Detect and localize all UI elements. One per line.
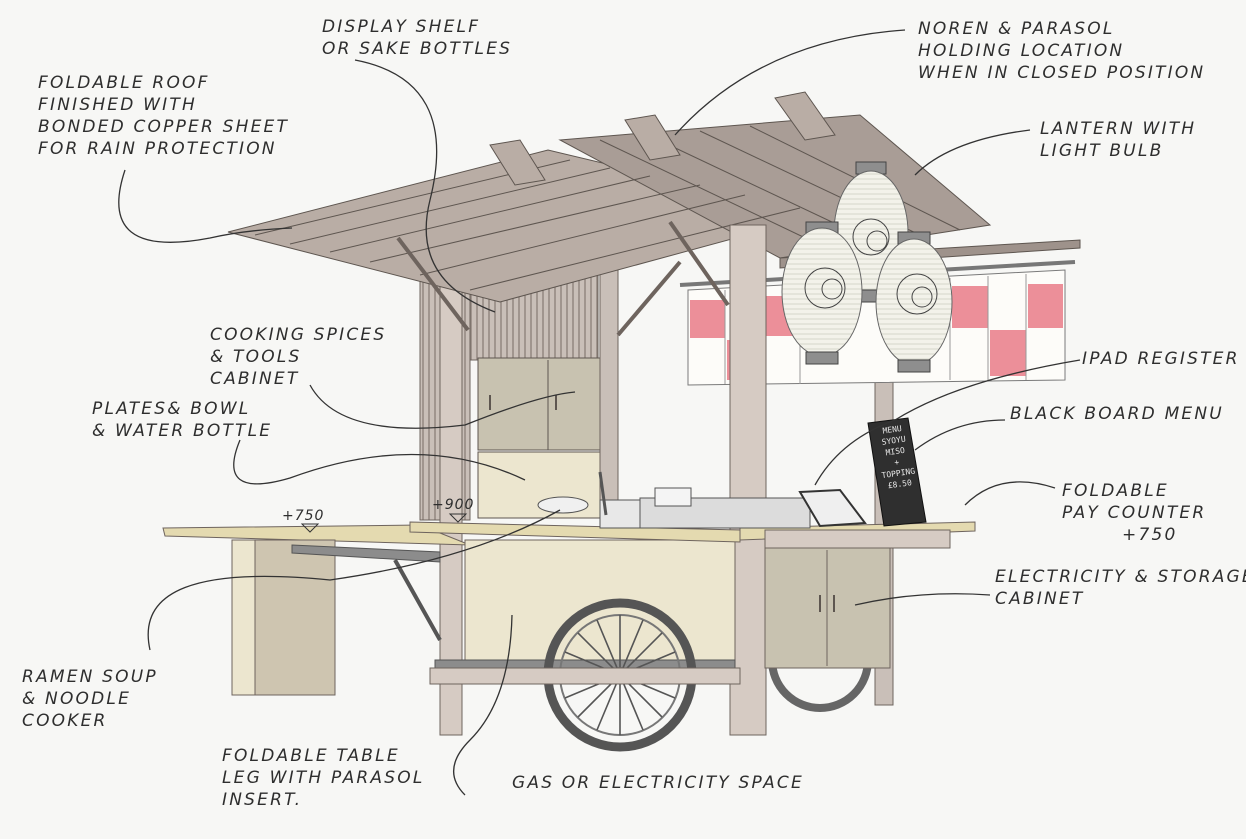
label-line: FOLDABLE TABLE xyxy=(222,745,425,767)
label-line: FINISHED WITH xyxy=(38,94,289,116)
label-line: PLATES& BOWL xyxy=(92,398,272,420)
label-line: WHEN IN CLOSED POSITION xyxy=(918,62,1205,84)
label-line: GAS OR ELECTRICITY SPACE xyxy=(512,772,804,794)
label-line: & TOOLS xyxy=(210,346,386,368)
label-line: RAMEN SOUP xyxy=(22,666,158,688)
label-line: LEG WITH PARASOL xyxy=(222,767,425,789)
label-display-shelf: DISPLAY SHELF OR SAKE BOTTLES xyxy=(322,16,512,60)
label-pay-counter: FOLDABLE PAY COUNTER +750 xyxy=(1062,480,1206,546)
roof-strut-mid xyxy=(618,262,680,335)
label-line: COOKER xyxy=(22,710,158,732)
dimension-table-height: +750 xyxy=(282,505,324,527)
label-line: CABINET xyxy=(210,368,386,390)
label-ipad-register: iPAD REGISTER xyxy=(1082,348,1240,370)
label-line: +750 xyxy=(1062,524,1206,546)
label-electricity-cabinet: ELECTRICITY & STORAGE CABINET xyxy=(995,566,1246,610)
label-blackboard-menu: BLACK BOARD MENU xyxy=(1010,403,1224,425)
spices-cabinet xyxy=(478,358,610,518)
label-line: LIGHT BULB xyxy=(1040,140,1196,162)
label-line: LANTERN WITH xyxy=(1040,118,1196,140)
label-line: FOR RAIN PROTECTION xyxy=(38,138,289,160)
foldable-table xyxy=(163,525,470,695)
label-line: COOKING SPICES xyxy=(210,324,386,346)
label-plates-bowl: PLATES& BOWL & WATER BOTTLE xyxy=(92,398,272,442)
label-line: iPAD REGISTER xyxy=(1082,348,1240,370)
label-line: HOLDING LOCATION xyxy=(918,40,1205,62)
label-line: & NOODLE xyxy=(22,688,158,710)
label-line: DISPLAY SHELF xyxy=(322,16,512,38)
label-noren-parasol: NOREN & PARASOL HOLDING LOCATION WHEN IN… xyxy=(918,18,1205,84)
label-gas-space: GAS OR ELECTRICITY SPACE xyxy=(512,772,804,794)
label-line: BLACK BOARD MENU xyxy=(1010,403,1224,425)
label-foldable-roof: FOLDABLE ROOF FINISHED WITH BONDED COPPE… xyxy=(38,72,289,160)
label-spices-cabinet: COOKING SPICES & TOOLS CABINET xyxy=(210,324,386,390)
label-line: BONDED COPPER SHEET xyxy=(38,116,289,138)
dimension-counter-height: +900 xyxy=(432,494,474,516)
label-line: FOLDABLE ROOF xyxy=(38,72,289,94)
label-table-leg: FOLDABLE TABLE LEG WITH PARASOL INSERT. xyxy=(222,745,425,811)
label-lantern: LANTERN WITH LIGHT BULB xyxy=(1040,118,1196,162)
label-ramen-cooker: RAMEN SOUP & NOODLE COOKER xyxy=(22,666,158,732)
menu-board-text: MENU SYOYU MISO + TOPPING £8.50 xyxy=(868,421,925,493)
label-line: & WATER BOTTLE xyxy=(92,420,272,442)
label-line: NOREN & PARASOL xyxy=(918,18,1205,40)
label-line: PAY COUNTER xyxy=(1062,502,1206,524)
label-line: INSERT. xyxy=(222,789,425,811)
label-line: FOLDABLE xyxy=(1062,480,1206,502)
label-line: CABINET xyxy=(995,588,1246,610)
label-line: OR SAKE BOTTLES xyxy=(322,38,512,60)
label-line: ELECTRICITY & STORAGE xyxy=(995,566,1246,588)
front-beam xyxy=(430,668,740,684)
